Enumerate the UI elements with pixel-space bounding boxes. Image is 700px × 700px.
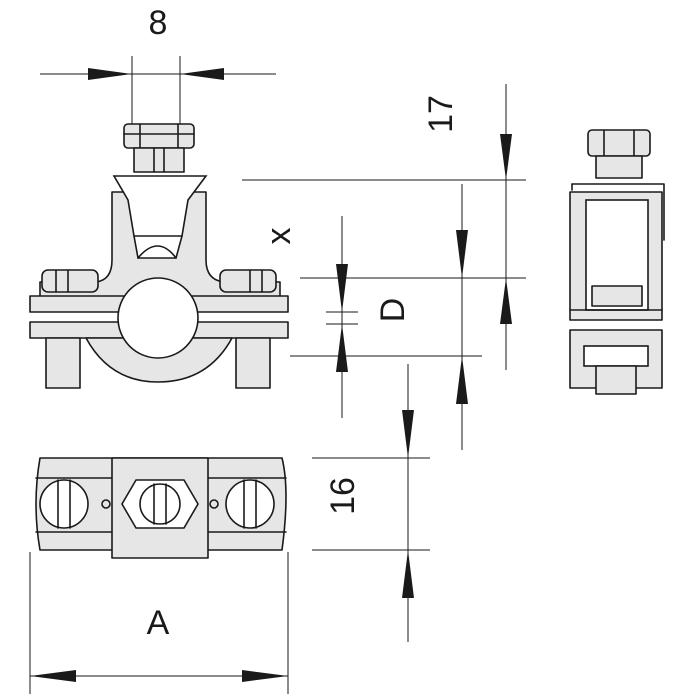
dim-label-a: A bbox=[147, 604, 170, 642]
dim-label-d: D bbox=[374, 298, 412, 323]
dimension-lines bbox=[29, 56, 526, 694]
clamp-body bbox=[29, 175, 289, 389]
dim-label-x: x bbox=[260, 228, 298, 245]
top-view bbox=[35, 457, 287, 559]
top-screw bbox=[123, 123, 195, 173]
side-view bbox=[569, 129, 665, 395]
dim-label-17: 17 bbox=[422, 95, 460, 133]
dim-label-8: 8 bbox=[149, 4, 168, 42]
dim-label-16: 16 bbox=[324, 477, 362, 515]
front-view bbox=[29, 123, 289, 389]
